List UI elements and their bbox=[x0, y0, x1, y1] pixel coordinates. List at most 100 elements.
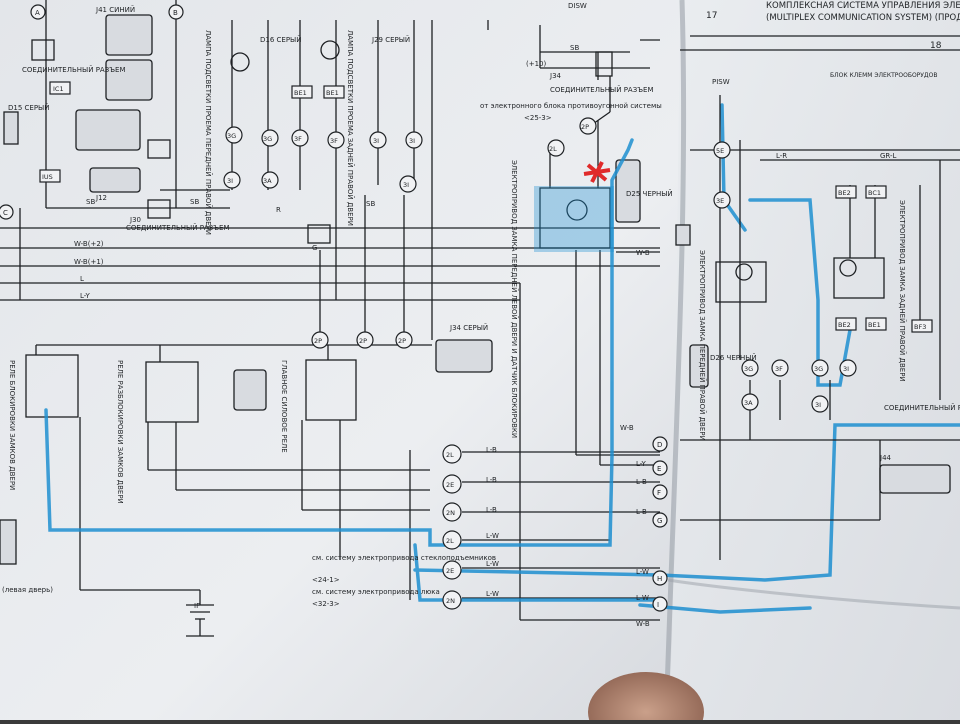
terminal-bc1: BC1 bbox=[865, 185, 887, 199]
terminal-2p: 2P bbox=[579, 117, 597, 135]
ground-label: IF bbox=[194, 602, 200, 610]
terminal-r3e: 3E bbox=[713, 191, 731, 209]
svg-text:2P: 2P bbox=[581, 123, 589, 131]
terminal-2p-c: 2P bbox=[395, 331, 413, 349]
wire-code: L-W bbox=[486, 532, 499, 540]
svg-text:3I: 3I bbox=[409, 137, 415, 145]
terminal-r5e: 5E bbox=[713, 141, 731, 159]
legend-text: БЛОК КЛЕММ ЭЛЕКТРООБОРУДОВ bbox=[830, 72, 937, 79]
terminal-2p-b: 2P bbox=[356, 331, 374, 349]
wire-code: L bbox=[80, 275, 84, 283]
junction-f: F bbox=[652, 484, 668, 500]
terminal-2n-c: 2N bbox=[442, 590, 462, 610]
terminal-3i: 3I bbox=[223, 171, 241, 189]
terminal-3i-4: 3I bbox=[399, 175, 417, 193]
svg-text:3E: 3E bbox=[716, 197, 724, 205]
svg-text:2P: 2P bbox=[398, 337, 406, 345]
svg-text:BF3: BF3 bbox=[914, 323, 926, 331]
terminal-3a: 3A bbox=[261, 171, 279, 189]
wire-code: L-W bbox=[636, 594, 649, 602]
terminal-2l: 2L bbox=[547, 139, 565, 157]
lamp-front-label: ЛАМПА ПОДСВЕТКИ ПРОЕМА ПЕРЕДНЕЙ ПРАВОЙ Д… bbox=[204, 30, 213, 235]
ground-icon bbox=[186, 604, 214, 637]
terminal-be2-r: BE2 bbox=[835, 317, 857, 331]
highlighted-circuit bbox=[44, 103, 960, 614]
terminal-bf3: BF3 bbox=[911, 319, 933, 333]
terminal-r3f: 3F bbox=[771, 359, 789, 377]
svg-text:IUS: IUS bbox=[42, 173, 53, 181]
wire-code: W-B(+1) bbox=[74, 258, 104, 266]
terminal-2e: 2E bbox=[442, 474, 462, 494]
wire-code: (+10) bbox=[526, 60, 547, 68]
svg-text:3G: 3G bbox=[744, 365, 753, 373]
connector-label: D16 СЕРЫЙ bbox=[260, 35, 301, 44]
wire-code: L-W bbox=[486, 560, 499, 568]
terminal-be1-2: BE1 bbox=[323, 85, 345, 99]
terminal-3g: 3G bbox=[225, 126, 243, 144]
svg-text:3G: 3G bbox=[814, 365, 823, 373]
right-page bbox=[668, 0, 960, 720]
wire-code: L-B bbox=[636, 508, 647, 516]
junction-c: C bbox=[0, 204, 14, 220]
svg-text:3I: 3I bbox=[373, 137, 379, 145]
junction-b: B bbox=[168, 4, 184, 20]
wire-code: L-B bbox=[486, 506, 497, 514]
page-number-left: 17 bbox=[706, 11, 717, 21]
left-door-label: (левая дверь) bbox=[2, 586, 53, 594]
connector-caption: СОЕДИНИТЕЛЬНЫЙ РАЗЪЕМ bbox=[550, 85, 653, 94]
connector-label: D26 ЧЕРНЫЙ bbox=[710, 353, 757, 362]
svg-text:E: E bbox=[657, 465, 661, 473]
svg-text:3A: 3A bbox=[263, 177, 272, 185]
wire-code: G bbox=[312, 244, 317, 252]
svg-text:3F: 3F bbox=[294, 135, 302, 143]
svg-text:2N: 2N bbox=[446, 509, 455, 517]
svg-text:D: D bbox=[657, 441, 662, 449]
wire-code: SB bbox=[86, 198, 95, 206]
terminal-2n: 2N bbox=[442, 502, 462, 522]
junction-h: H bbox=[652, 570, 668, 586]
wire-code: L-B bbox=[486, 476, 497, 484]
svg-text:H: H bbox=[657, 575, 662, 583]
terminal-r3i: 3I bbox=[839, 359, 857, 377]
wire-code: L-B bbox=[486, 446, 497, 454]
wire-code: L-R bbox=[776, 152, 787, 160]
svg-text:2P: 2P bbox=[314, 337, 322, 345]
svg-text:BC1: BC1 bbox=[868, 189, 881, 197]
junction-d: D bbox=[652, 436, 668, 452]
wire-code: L-W bbox=[486, 590, 499, 598]
terminal-3g-2: 3G bbox=[261, 129, 279, 147]
wire-code: R bbox=[276, 206, 281, 214]
wire-code: L-B bbox=[636, 478, 647, 486]
terminal-3f: 3F bbox=[291, 129, 309, 147]
svg-text:2E: 2E bbox=[446, 481, 454, 489]
wire-code: W-B(+2) bbox=[74, 240, 104, 248]
svg-text:3I: 3I bbox=[403, 181, 409, 189]
svg-text:3F: 3F bbox=[775, 365, 783, 373]
connector-label: J29 СЕРЫЙ bbox=[371, 35, 410, 44]
wire-code: GR-L bbox=[880, 152, 897, 160]
see-system-ref: <32-3> bbox=[312, 600, 340, 608]
terminal-2p-a: 2P bbox=[311, 331, 329, 349]
terminal-be2: BE2 bbox=[835, 185, 857, 199]
lamp-rear-label: ЛАМПА ПОДСВЕТКИ ПРОЕМА ЗАДНЕЙ ПРАВОЙ ДВЕ… bbox=[346, 30, 355, 226]
svg-text:B: B bbox=[173, 9, 178, 17]
svg-text:3I: 3I bbox=[815, 401, 821, 409]
svg-text:BE2: BE2 bbox=[838, 189, 851, 197]
system-title-line1: КОМПЛЕКСНАЯ СИСТЕМА УПРАВЛЕНИЯ ЭЛЕКТ bbox=[766, 1, 960, 11]
immobilizer-label: от электронного блока противоугонной сис… bbox=[480, 102, 662, 110]
svg-text:5E: 5E bbox=[716, 147, 724, 155]
connector-caption: СОЕДИНИТЕЛЬНЫЙ РАЗЪЕМ bbox=[22, 65, 125, 74]
wire-code: W-B bbox=[636, 620, 650, 628]
svg-text:F: F bbox=[657, 489, 661, 497]
wire-code: DISW bbox=[568, 2, 587, 10]
thumb bbox=[588, 672, 704, 724]
svg-text:2L: 2L bbox=[446, 451, 454, 459]
svg-text:3A: 3A bbox=[744, 399, 753, 407]
wire-code: L-W bbox=[636, 568, 649, 576]
svg-text:2P: 2P bbox=[359, 337, 367, 345]
terminal-3i-2: 3I bbox=[369, 131, 387, 149]
wire-code: W-B bbox=[620, 424, 634, 432]
svg-text:3I: 3I bbox=[843, 365, 849, 373]
system-title-line2: (MULTIPLEX COMMUNICATION SYSTEM) (ПРОД bbox=[766, 13, 960, 23]
